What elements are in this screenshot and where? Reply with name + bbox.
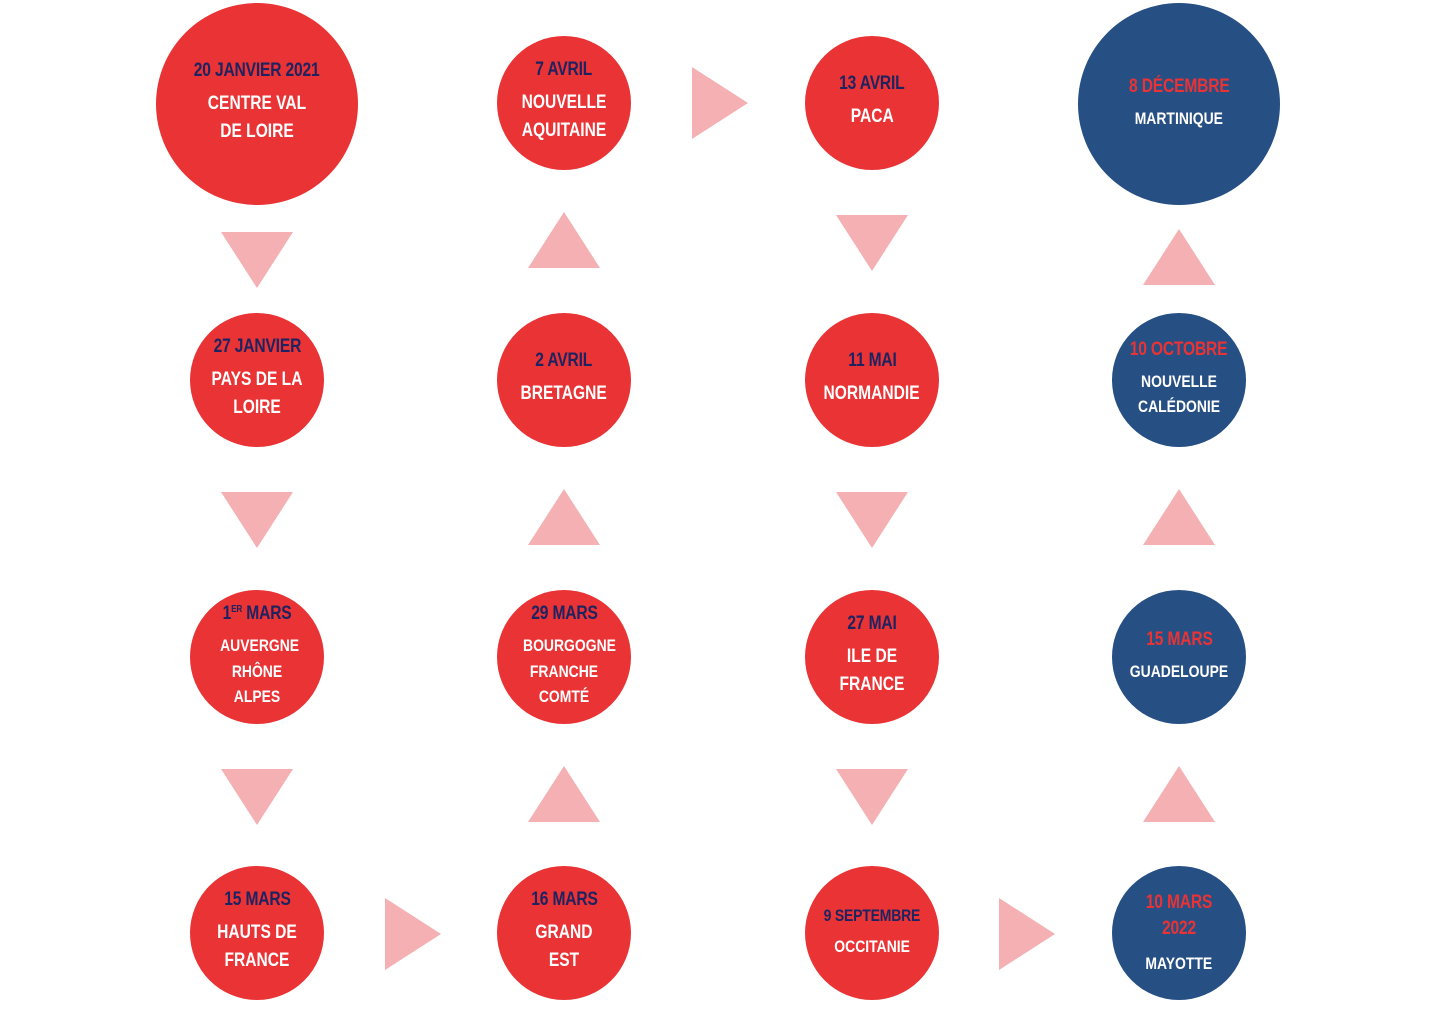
node-guadeloupe: 15 MARS GUADELOUPE	[1112, 590, 1246, 724]
node-hauts-de-france: 15 MARS HAUTS DE FRANCE	[190, 866, 324, 1000]
arrow-right	[385, 898, 441, 970]
arrow-up	[1143, 489, 1215, 545]
node-region: MARTINIQUE	[1134, 108, 1224, 128]
node-pays-de-la-loire: 27 JANVIER PAYS DE LA LOIRE	[190, 313, 324, 447]
node-date: 27 JANVIER	[213, 336, 301, 358]
node-region: OCCITANIE	[834, 936, 910, 956]
node-date: 1ER MARS	[222, 603, 292, 625]
arrow-right	[692, 67, 748, 139]
node-date: 13 AVRIL	[839, 73, 905, 95]
node-region: NOUVELLE CALÉDONIE	[1138, 371, 1221, 417]
node-date: 20 JANVIER 2021	[194, 60, 320, 82]
node-paca: 13 AVRIL PACA	[805, 36, 939, 170]
node-region: NOUVELLE AQUITAINE	[521, 91, 607, 142]
node-grand-est: 16 MARS GRAND EST	[497, 866, 631, 1000]
node-region: NORMANDIE	[823, 383, 921, 405]
node-date: 15 MARS	[223, 889, 291, 911]
node-date: 11 MAI	[847, 350, 897, 372]
node-date: 16 MARS	[530, 889, 598, 911]
arrow-right	[999, 898, 1055, 970]
arrow-down	[221, 232, 293, 288]
node-region: BOURGOGNE FRANCHE COMTÉ	[523, 636, 616, 707]
node-date: 9 SEPTEMBRE	[823, 905, 921, 925]
node-date: 27 MAI	[847, 613, 897, 635]
arrow-down	[836, 769, 908, 825]
node-date: 10 OCTOBRE	[1130, 339, 1228, 361]
node-region: GUADELOUPE	[1129, 661, 1229, 681]
arrow-up	[528, 489, 600, 545]
node-date: 15 MARS	[1145, 628, 1213, 650]
arrow-down	[221, 492, 293, 548]
node-region: AUVERGNE RHÔNE ALPES	[220, 636, 300, 707]
node-date: 2 AVRIL	[535, 350, 593, 372]
node-auvergne-rhone-alpes: 1ER MARS AUVERGNE RHÔNE ALPES	[190, 590, 324, 724]
node-region: BRETAGNE	[520, 383, 608, 405]
node-region: MAYOTTE	[1145, 953, 1213, 973]
node-date: 8 DÉCEMBRE	[1128, 75, 1230, 97]
node-occitanie: 9 SEPTEMBRE OCCITANIE	[805, 866, 939, 1000]
arrow-up	[528, 212, 600, 268]
node-martinique: 8 DÉCEMBRE MARTINIQUE	[1078, 3, 1280, 205]
node-region: CENTRE VAL DE LOIRE	[207, 92, 307, 143]
node-date: 29 MARS	[530, 603, 598, 625]
arrow-up	[528, 766, 600, 822]
node-normandie: 11 MAI NORMANDIE	[805, 313, 939, 447]
node-centre-val-de-loire: 20 JANVIER 2021 CENTRE VAL DE LOIRE	[156, 3, 358, 205]
node-date: 7 AVRIL	[535, 59, 593, 81]
node-nouvelle-aquitaine: 7 AVRIL NOUVELLE AQUITAINE	[497, 36, 631, 170]
node-bretagne: 2 AVRIL BRETAGNE	[497, 313, 631, 447]
node-date: 10 MARS 2022	[1145, 891, 1213, 940]
node-region: GRAND EST	[535, 921, 593, 972]
arrow-up	[1143, 229, 1215, 285]
node-mayotte: 10 MARS 2022 MAYOTTE	[1112, 866, 1246, 1000]
node-ile-de-france: 27 MAI ILE DE FRANCE	[805, 590, 939, 724]
arrow-down	[836, 215, 908, 271]
arrow-down	[836, 492, 908, 548]
arrow-down	[221, 769, 293, 825]
node-region: PACA	[850, 106, 894, 128]
node-nouvelle-caledonie: 10 OCTOBRE NOUVELLE CALÉDONIE	[1112, 313, 1246, 447]
node-bourgogne-franche-comte: 29 MARS BOURGOGNE FRANCHE COMTÉ	[497, 590, 631, 724]
arrow-up	[1143, 766, 1215, 822]
node-region: ILE DE FRANCE	[839, 645, 905, 696]
node-region: PAYS DE LA LOIRE	[211, 368, 303, 419]
node-region: HAUTS DE FRANCE	[217, 921, 297, 972]
